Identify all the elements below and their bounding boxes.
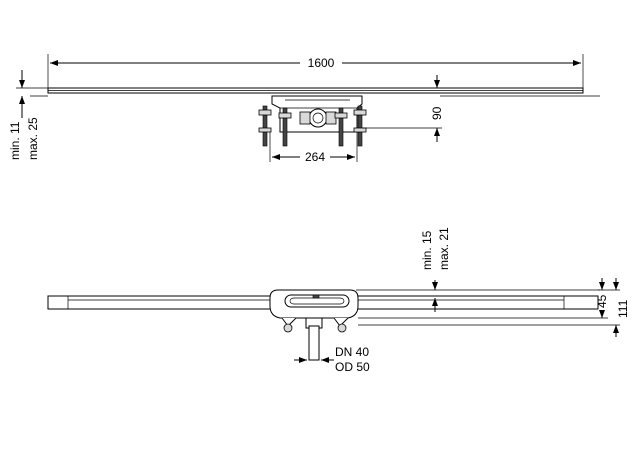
dim-thickness: min. 11 max. 25 [8, 70, 48, 160]
dim-total-label: 111 [616, 299, 630, 318]
tile-min-label: min. 15 [420, 230, 434, 270]
dim-width-1600: 1600 [47, 54, 584, 90]
dim-pipe: DN 40 OD 50 [294, 345, 370, 374]
pipe-od-label: OD 50 [335, 360, 370, 374]
dim-right: 45 111 [358, 278, 630, 337]
pipe-dn-label: DN 40 [335, 345, 369, 359]
tile-max-label: max. 21 [437, 227, 451, 270]
top-view: 1600 min. 11 max. 25 [8, 54, 600, 164]
dim-width-label: 1600 [308, 56, 335, 70]
levelling-feet [258, 105, 367, 147]
dim-tile: min. 15 max. 21 [420, 227, 451, 312]
dim-body-label: 264 [305, 150, 325, 164]
drain-body-side [269, 289, 359, 361]
dim-body-264: 264 [269, 132, 358, 164]
side-view: DN 40 OD 50 min. 15 max. 21 45 111 [47, 227, 630, 374]
dim-height-90: 90 [362, 75, 444, 142]
thickness-max-label: max. 25 [26, 117, 40, 160]
dim-channel-label: 45 [595, 294, 609, 308]
drain-body-top [258, 95, 367, 147]
drain-channel-top [30, 87, 600, 97]
thickness-min-label: min. 11 [8, 121, 22, 160]
dim-height-label: 90 [430, 106, 444, 120]
